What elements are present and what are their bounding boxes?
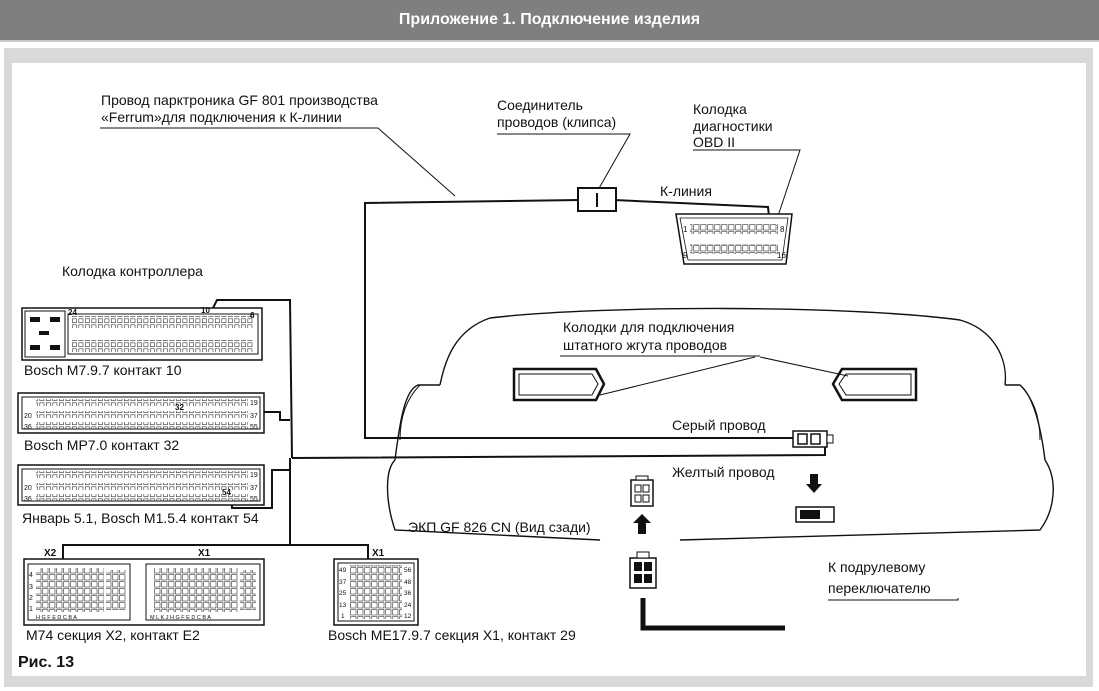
four-pin-connector-bottom (629, 551, 657, 589)
pin-label: 25 (339, 590, 347, 597)
pin-label: M L K J H G F E D C B A (150, 615, 211, 621)
obd-pin-16: 16 (777, 251, 786, 260)
pin-label: 54 (222, 488, 231, 497)
label-obd-line2: диагностики (693, 118, 773, 134)
pin-label: 20 (24, 485, 32, 492)
pin-label: 4 (29, 572, 33, 579)
label-switch-line2: переключателю (828, 580, 931, 596)
up-arrow-icon (633, 514, 651, 534)
pin-label: H G F E D C B A (36, 615, 77, 621)
leader-lines (100, 127, 959, 601)
pin-label: 37 (250, 485, 258, 492)
pin-label: 48 (404, 579, 412, 586)
label-k-line: К-линия (660, 183, 712, 199)
bus-to-m797 (211, 299, 293, 459)
ecu-mp70: 20 36 19 37 55 32 (17, 392, 265, 434)
figure-label: Рис. 13 (18, 654, 74, 671)
pin-label: 20 (24, 413, 32, 420)
obd-pin-8: 8 (780, 225, 785, 234)
down-arrow-icon (806, 474, 822, 493)
gearbox-outline (386, 307, 1054, 541)
label-ecu-mp70: Bosch MP7.0 контакт 32 (24, 437, 179, 453)
pin-label: 1 (29, 606, 33, 613)
label-yellow-wire: Желтый провод (672, 464, 775, 480)
label-controller-block: Колодка контроллера (62, 263, 203, 279)
obd-pin-1: 1 (683, 225, 688, 234)
pin-label: 37 (250, 413, 258, 420)
pin-label: 32 (175, 403, 184, 412)
ecu-jan: 20 36 19 37 55 54 (17, 464, 265, 506)
page-title-text: Приложение 1. Подключение изделия (398, 11, 701, 28)
pin-label: 2 (29, 595, 33, 602)
label-ecu-m797: Bosch M7.9.7 контакт 10 (24, 362, 182, 378)
harness-socket-right (831, 367, 918, 402)
label-grey-wire: Серый провод (672, 417, 766, 433)
pin-label: 1 (341, 613, 345, 620)
gearbox-socket (795, 506, 835, 523)
pin-label: 10 (201, 306, 210, 315)
label-ecu-m74: M74 секция X2, контакт E2 (26, 627, 200, 643)
sockets-callout (560, 355, 849, 396)
ecu-me1797: X1 49 37 25 13 1 56 48 36 24 12 (333, 548, 419, 626)
page-title: Приложение 1. Подключение изделия (0, 0, 1099, 42)
pin-label: 13 (339, 602, 347, 609)
wire-clip (577, 187, 617, 212)
pin-label: 55 (250, 496, 258, 503)
label-wire-line1: Провод парктроника GF 801 производства (101, 92, 378, 108)
pin-label: 3 (29, 584, 33, 591)
grey-wire-connector (792, 430, 834, 448)
obd-pin-9: 9 (683, 251, 688, 260)
pin-label: X1 (198, 548, 211, 559)
label-sockets-line2: штатного жгута проводов (563, 337, 727, 353)
label-wire-line2: «Ferrum»для подключения к К-линии (101, 109, 342, 125)
pin-label: X1 (372, 548, 385, 559)
harness-socket-left (512, 367, 606, 402)
pin-label: 19 (250, 400, 258, 407)
label-gearbox: ЭКП GF 826 CN (Вид сзади) (408, 519, 591, 535)
pin-label: 6 (250, 311, 255, 320)
label-switch-line1: К подрулевому (828, 559, 925, 575)
ecu-m797: 24 10 6 (21, 306, 263, 361)
label-clip-line2: проводов (клипса) (497, 114, 616, 130)
switch-cable (640, 598, 785, 631)
label-ecu-me1797: Bosch ME17.9.7 секция X1, контакт 29 (328, 627, 576, 643)
pin-label: 36 (24, 496, 32, 503)
label-clip-line1: Соединитель (497, 97, 583, 113)
pin-label: 24 (68, 308, 77, 317)
label-ecu-jan: Январь 5.1, Bosch M1.5.4 контакт 54 (22, 510, 259, 526)
label-sockets-line1: Колодки для подключения (563, 319, 734, 335)
pin-label: 24 (404, 602, 412, 609)
pin-label: 55 (250, 424, 258, 431)
pin-label: 49 (339, 567, 347, 574)
label-obd-line1: Колодка (693, 101, 747, 117)
pin-label: X2 (44, 548, 57, 559)
pin-label: 37 (339, 579, 347, 586)
label-obd-line3: OBD II (693, 134, 735, 150)
pin-label: 36 (404, 590, 412, 597)
pin-label: 19 (250, 472, 258, 479)
four-pin-connector-top (630, 475, 654, 507)
pin-label: 56 (404, 567, 412, 574)
grey-wire-path (364, 199, 795, 439)
obd-connector: 1 8 9 16 (675, 213, 793, 265)
ecu-m74: X2 X1 4 3 2 1 H G F E D C B A M L K J H … (23, 548, 265, 626)
pin-label: 12 (404, 613, 412, 620)
pin-label: 36 (24, 424, 32, 431)
